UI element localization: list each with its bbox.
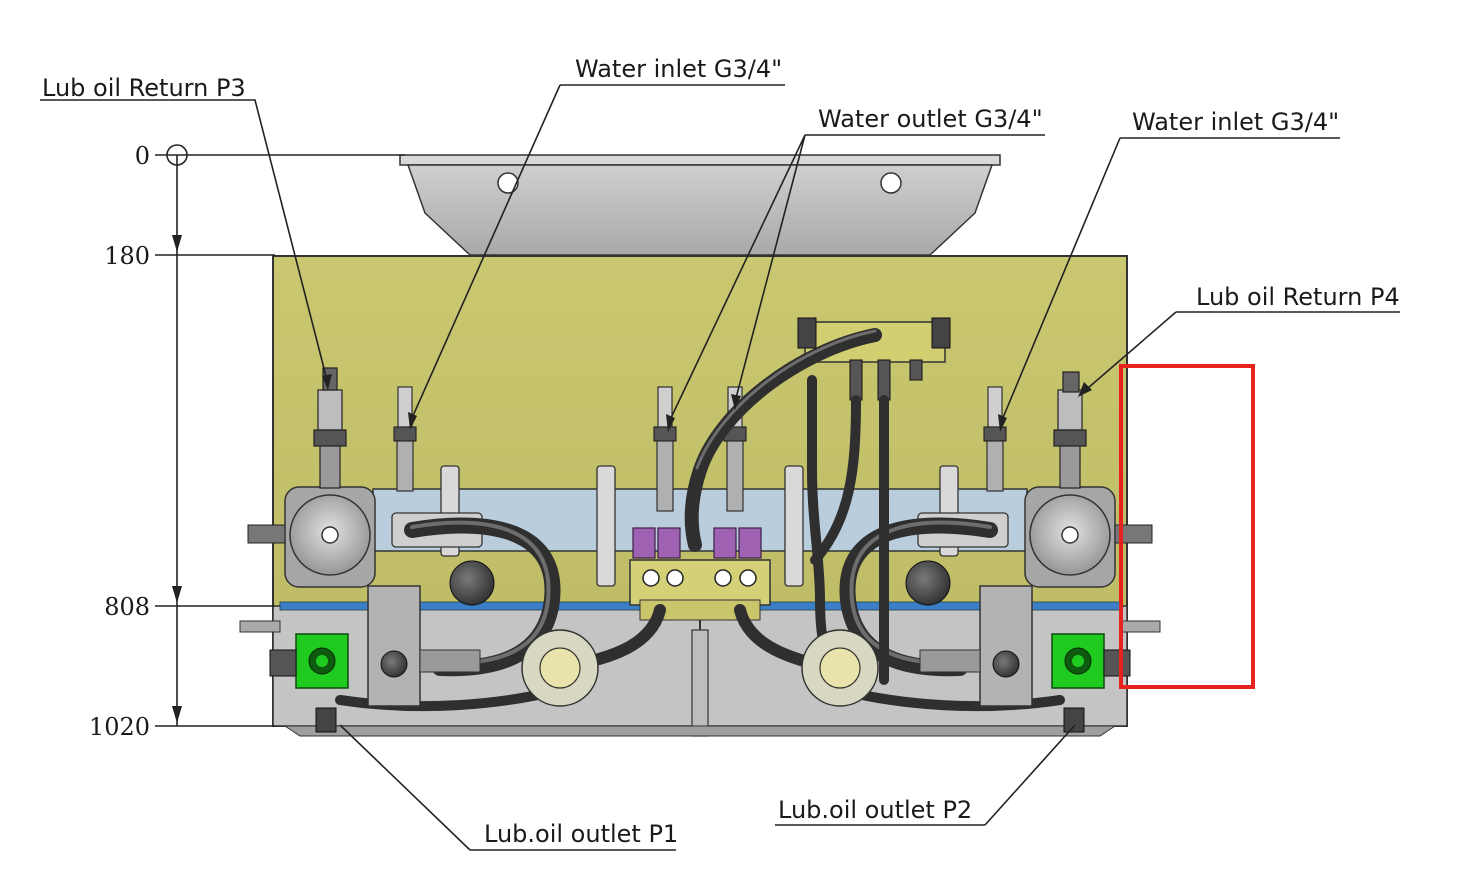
top-manifold [797, 317, 951, 401]
label-water-inlet-right: Water inlet G3/4" [1132, 108, 1339, 136]
label-water-inlet-left: Water inlet G3/4" [575, 55, 782, 83]
mount-hole-left [497, 172, 519, 194]
gearbox-left [367, 585, 481, 707]
return-fitting-left [313, 367, 347, 489]
dimension-808: 808 [104, 593, 150, 621]
vertical-dimensions [155, 144, 405, 727]
pump-right [1024, 486, 1153, 588]
tank-caps [449, 560, 951, 606]
label-lub-oil-return-p3: Lub oil Return P3 [42, 74, 246, 102]
dimension-1020: 1020 [89, 713, 150, 741]
label-lub-oil-outlet-p2: Lub.oil outlet P2 [778, 796, 972, 824]
label-lub-oil-return-p4: Lub oil Return P4 [1196, 283, 1400, 311]
pump-left [247, 486, 376, 588]
leader-lines [40, 84, 1400, 851]
center-manifold [629, 559, 771, 621]
mount-hole-right [880, 172, 902, 194]
highlight-box [1119, 364, 1255, 689]
label-lub-oil-outlet-p1: Lub.oil outlet P1 [484, 820, 678, 848]
dimension-0: 0 [135, 142, 150, 170]
top-bracket [399, 154, 1001, 256]
purple-connectors [632, 527, 762, 559]
sump-rings [521, 629, 879, 707]
outlet-fittings [315, 707, 1085, 733]
gearbox-right [919, 585, 1033, 707]
label-water-outlet: Water outlet G3/4" [818, 105, 1043, 133]
datum-icon [166, 144, 188, 166]
green-valve-left [269, 633, 349, 689]
return-fitting-right [1053, 371, 1087, 489]
dimension-180: 180 [104, 242, 150, 270]
green-valve-right [1051, 633, 1131, 689]
